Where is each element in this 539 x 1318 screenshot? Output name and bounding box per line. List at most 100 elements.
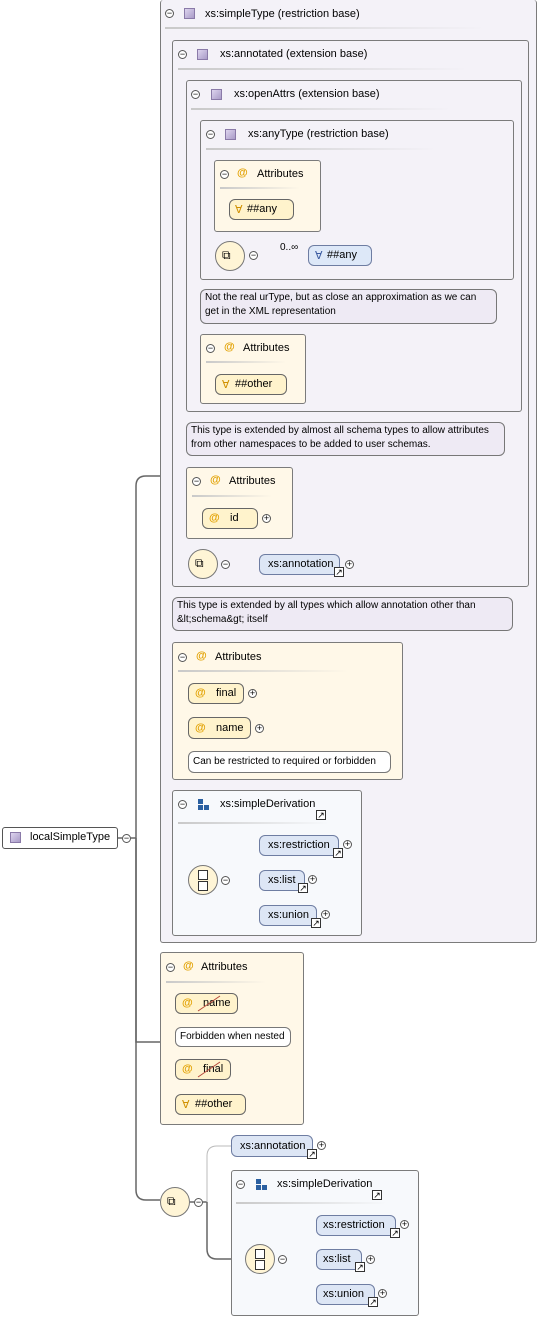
openattrs-attributes-box: − @ Attributes ∀ ##other bbox=[200, 334, 306, 404]
name-attribute[interactable]: @ name bbox=[188, 717, 251, 739]
header-divider bbox=[178, 670, 348, 672]
attributes-label: Attributes bbox=[243, 342, 290, 354]
reference-arrow-icon: ↗ bbox=[316, 810, 326, 820]
local-attributes-box: − @ Attributes @ name Forbidden when nes… bbox=[160, 952, 304, 1125]
reference-arrow-icon: ↗ bbox=[372, 1190, 382, 1200]
collapse-icon[interactable]: − bbox=[194, 1197, 203, 1207]
collapse-icon[interactable]: − bbox=[221, 875, 230, 885]
expand-icon[interactable]: + bbox=[248, 688, 257, 698]
collapse-icon[interactable]: − bbox=[192, 476, 201, 486]
collapse-icon[interactable]: − bbox=[178, 652, 187, 662]
reference-arrow-icon: ↗ bbox=[333, 848, 343, 858]
annotated-note: This type is extended by all types which… bbox=[172, 597, 513, 631]
name-attribute-prohibited[interactable]: @ name bbox=[175, 993, 238, 1014]
sequence-compositor-icon[interactable]: ⧉ bbox=[215, 241, 245, 271]
attribute-icon: @ bbox=[196, 650, 207, 662]
collapse-icon[interactable]: − bbox=[236, 1179, 245, 1189]
collapse-icon[interactable]: − bbox=[206, 343, 215, 353]
choice-compositor-icon[interactable] bbox=[188, 865, 218, 895]
openattrs-title: xs:openAttrs (extension base) bbox=[234, 88, 380, 100]
expand-icon[interactable]: + bbox=[255, 723, 264, 733]
restriction-element-label: xs:restriction bbox=[268, 839, 330, 851]
other-attribute-label: ##other bbox=[235, 378, 273, 390]
anytype-attributes-box: − @ Attributes ∀ ##any bbox=[214, 160, 321, 232]
collapse-icon[interactable]: − bbox=[178, 799, 187, 809]
header-divider bbox=[165, 27, 485, 29]
any-element[interactable]: ∀ ##any bbox=[308, 245, 372, 266]
expand-icon[interactable]: + bbox=[400, 1219, 409, 1229]
header-divider bbox=[236, 1202, 386, 1204]
openattrs-note: This type is extended by almost all sche… bbox=[186, 422, 505, 456]
collapse-icon[interactable]: − bbox=[166, 962, 175, 972]
restriction-element[interactable]: xs:restriction ↗ bbox=[259, 835, 343, 858]
reference-arrow-icon: ↗ bbox=[355, 1262, 365, 1272]
name-attribute-label: name bbox=[216, 722, 244, 734]
expand-icon[interactable]: + bbox=[366, 1254, 375, 1264]
attribute-icon: @ bbox=[195, 722, 206, 734]
sequence-compositor-icon[interactable]: ⧉ bbox=[160, 1187, 190, 1217]
id-attribute[interactable]: @ id bbox=[202, 508, 258, 529]
union-element-label: xs:union bbox=[268, 909, 309, 921]
final-attribute[interactable]: @ final bbox=[188, 683, 244, 704]
attribute-icon: @ bbox=[224, 341, 235, 353]
collapse-icon[interactable]: − bbox=[278, 1254, 287, 1264]
collapse-icon[interactable]: − bbox=[249, 250, 258, 260]
expand-icon[interactable]: + bbox=[343, 839, 352, 849]
reference-arrow-icon: ↗ bbox=[307, 1149, 317, 1159]
type-icon bbox=[211, 89, 222, 100]
list-element-label: xs:list bbox=[323, 1253, 351, 1265]
expand-icon[interactable]: + bbox=[345, 559, 354, 569]
attribute-icon: @ bbox=[182, 997, 193, 1009]
any-attribute[interactable]: ∀ ##any bbox=[229, 199, 294, 220]
expand-icon[interactable]: + bbox=[378, 1288, 387, 1298]
collapse-icon[interactable]: − bbox=[122, 833, 131, 843]
union-element[interactable]: xs:union ↗ bbox=[316, 1284, 378, 1307]
expand-icon[interactable]: + bbox=[317, 1140, 326, 1150]
choice-compositor-icon[interactable] bbox=[245, 1244, 275, 1274]
any-icon: ∀ bbox=[315, 250, 323, 262]
attribute-icon: @ bbox=[195, 687, 206, 699]
reference-arrow-icon: ↗ bbox=[368, 1297, 378, 1307]
any-attribute-label: ##any bbox=[247, 203, 277, 215]
id-attribute-label: id bbox=[230, 512, 239, 524]
attributes-label: Attributes bbox=[257, 168, 304, 180]
collapse-icon[interactable]: − bbox=[191, 89, 200, 99]
collapse-icon[interactable]: − bbox=[165, 8, 174, 18]
attribute-icon: @ bbox=[183, 960, 194, 972]
header-divider bbox=[178, 822, 328, 824]
prohibited-slash bbox=[197, 1061, 221, 1078]
annotation-element-label: xs:annotation bbox=[268, 558, 334, 570]
name-attribute-label: name bbox=[203, 997, 231, 1009]
anytype-title: xs:anyType (restriction base) bbox=[248, 128, 389, 140]
other-attribute[interactable]: ∀ ##other bbox=[215, 374, 287, 395]
list-element[interactable]: xs:list ↗ bbox=[259, 870, 308, 893]
restriction-element[interactable]: xs:restriction ↗ bbox=[316, 1215, 400, 1238]
nested-note: Forbidden when nested bbox=[175, 1027, 291, 1047]
attribute-icon: @ bbox=[182, 1063, 193, 1075]
annotation-element[interactable]: xs:annotation ↗ bbox=[259, 554, 344, 577]
collapse-icon[interactable]: − bbox=[178, 49, 187, 59]
attributes-label: Attributes bbox=[201, 961, 248, 973]
simpletype-title: xs:simpleType (restriction base) bbox=[205, 8, 360, 20]
expand-icon[interactable]: + bbox=[308, 874, 317, 884]
expand-icon[interactable]: + bbox=[321, 909, 330, 919]
collapse-icon[interactable]: − bbox=[206, 129, 215, 139]
list-element-label: xs:list bbox=[268, 874, 296, 886]
attribute-icon: @ bbox=[210, 474, 221, 486]
attributes-label: Attributes bbox=[229, 475, 276, 487]
annotation-element-label: xs:annotation bbox=[240, 1140, 306, 1152]
root-element[interactable]: localSimpleType bbox=[2, 827, 118, 849]
sequence-compositor-icon[interactable]: ⧉ bbox=[188, 549, 218, 579]
collapse-icon[interactable]: − bbox=[221, 559, 230, 569]
name-restricted-note: Can be restricted to required or forbidd… bbox=[188, 751, 391, 773]
collapse-icon[interactable]: − bbox=[220, 169, 229, 179]
final-attribute[interactable]: @ final bbox=[175, 1059, 231, 1080]
annotation-element[interactable]: xs:annotation ↗ bbox=[231, 1135, 317, 1159]
any-element-label: ##any bbox=[327, 249, 357, 261]
other-attribute[interactable]: ∀ ##other bbox=[175, 1094, 246, 1115]
expand-icon[interactable]: + bbox=[262, 513, 271, 523]
list-element[interactable]: xs:list ↗ bbox=[316, 1249, 365, 1272]
annotated-attributes-box: − @ Attributes @ id + bbox=[186, 467, 293, 539]
reference-arrow-icon: ↗ bbox=[334, 567, 344, 577]
union-element[interactable]: xs:union ↗ bbox=[259, 905, 321, 928]
